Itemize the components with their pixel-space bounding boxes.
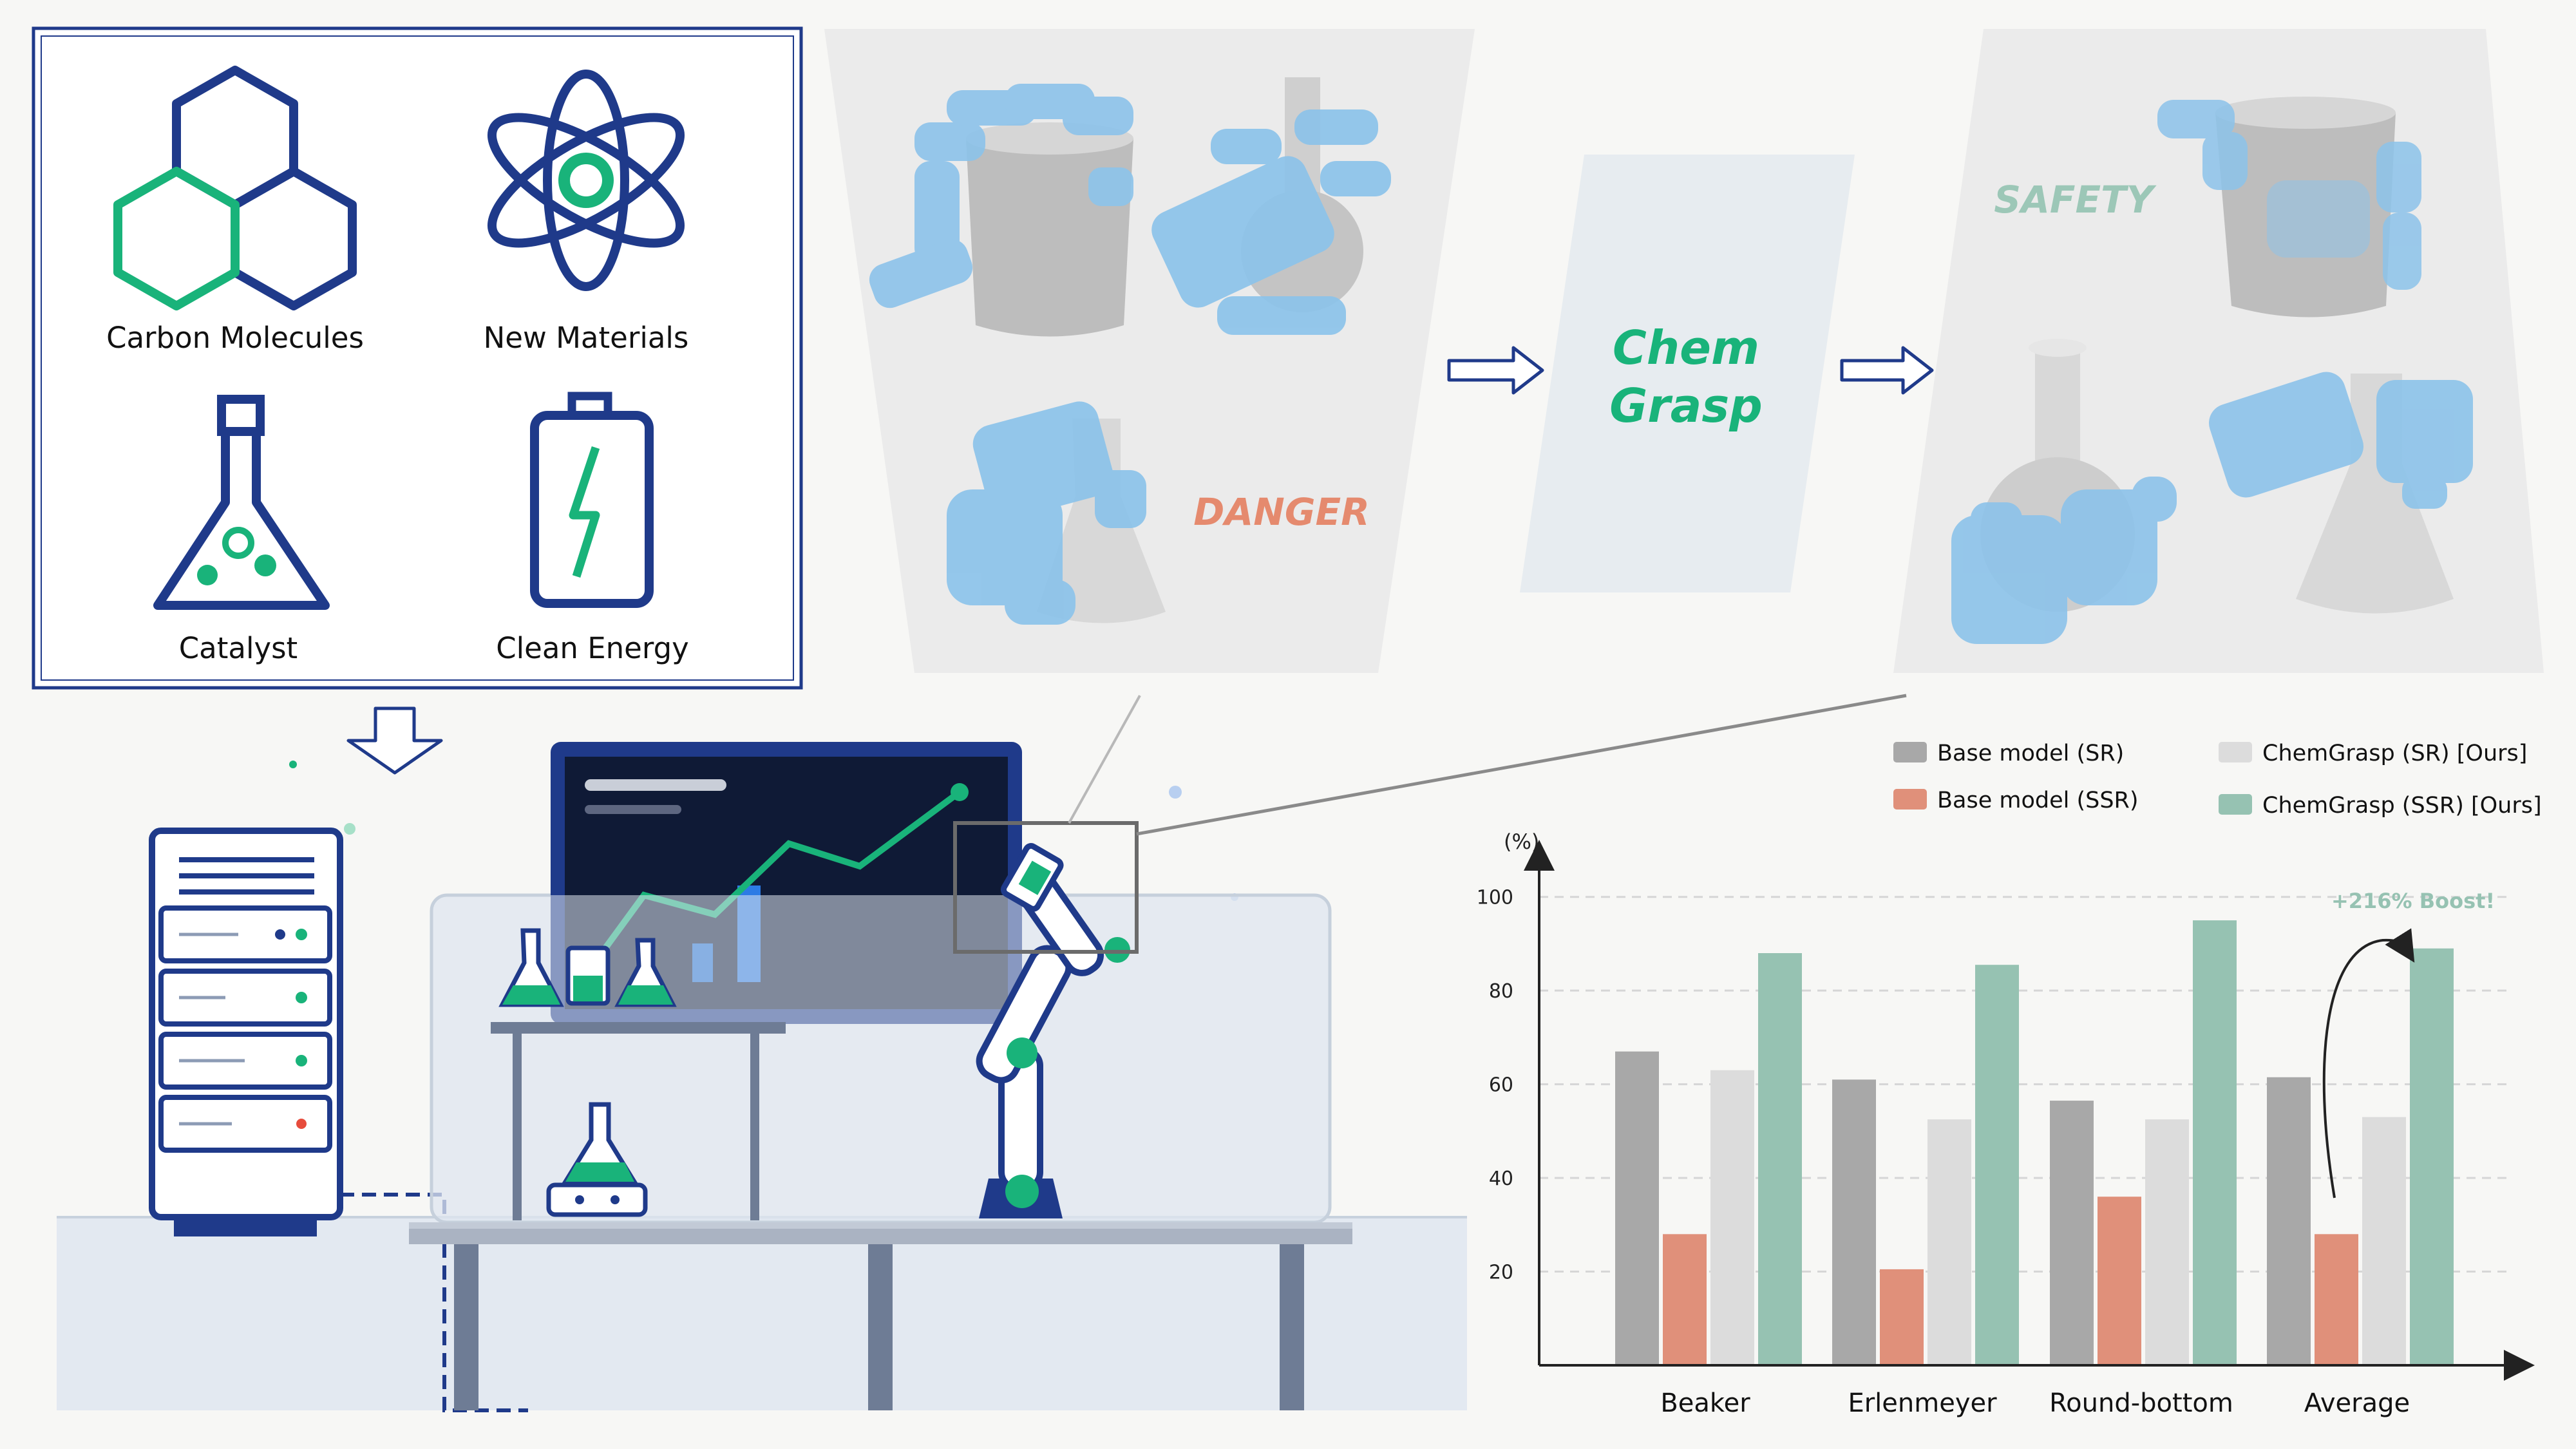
x-tick-label: Round-bottom <box>2049 1388 2233 1418</box>
clean-energy-label: Clean Energy <box>496 631 689 665</box>
new-materials-label: New Materials <box>484 321 689 355</box>
bar <box>1758 953 1802 1365</box>
y-tick-label: 40 <box>1489 1168 1513 1190</box>
safety-label: SAFETY <box>1994 178 2156 222</box>
bar <box>2362 1117 2406 1365</box>
legend-label: ChemGrasp (SSR) [Ours] <box>2262 793 2542 819</box>
hexagon-molecule-icon <box>113 66 357 310</box>
y-tick-label: 100 <box>1477 887 1513 909</box>
legend-label: Base model (SR) <box>1937 741 2124 766</box>
legend-swatch <box>1893 742 1927 762</box>
bar <box>1880 1269 1924 1365</box>
chart-legend: Base model (SR) Base model (SSR) ChemGrasp… <box>1893 741 2542 819</box>
bar <box>2145 1119 2189 1365</box>
x-tick-labels: Beaker Erlenmeyer Round-bottom Average <box>1660 1388 2410 1418</box>
battery-energy-icon <box>530 392 654 608</box>
y-tick-labels: 20 40 60 80 100 <box>1477 887 1513 1284</box>
danger-label: DANGER <box>1193 490 1369 534</box>
legend-swatch <box>2219 794 2252 815</box>
shelf <box>491 1022 786 1034</box>
server-rack-icon <box>149 828 343 1236</box>
sparkle-dot <box>1169 786 1182 799</box>
flask-catalyst-icon <box>153 395 330 610</box>
beaker-grasp-render <box>869 84 1133 337</box>
lab-scene <box>57 694 1907 1412</box>
bar <box>2315 1234 2358 1365</box>
right-arrow-icon-2 <box>1840 346 1934 395</box>
bar <box>1975 965 2019 1365</box>
domains-panel: Carbon Molecules New Materials Catalyst … <box>32 26 803 690</box>
y-tick-label: 20 <box>1489 1262 1513 1284</box>
danger-grasps-panel: DANGER <box>824 29 1475 673</box>
bar <box>2267 1077 2311 1365</box>
bar <box>1663 1234 1707 1365</box>
chemgrasp-method-box: Chem Grasp <box>1520 155 1855 592</box>
bar <box>1927 1119 1971 1365</box>
bar <box>1832 1079 1876 1365</box>
bar <box>2193 920 2237 1365</box>
grasp-label: Grasp <box>1609 379 1763 433</box>
carbon-molecules-label: Carbon Molecules <box>106 321 364 355</box>
results-chart: Base model (SR) Base model (SSR) ChemGrasp… <box>1477 741 2542 1418</box>
lab-table <box>409 1222 1352 1410</box>
sparkle-dot <box>344 823 355 835</box>
bar <box>1615 1051 1659 1365</box>
safety-grasps-panel: SAFETY <box>1893 29 2544 673</box>
hotplate-stirrer-icon <box>546 1102 648 1217</box>
y-tick-label: 60 <box>1489 1074 1513 1097</box>
bar <box>1710 1070 1754 1365</box>
shelf-flasks-icon <box>498 928 677 1007</box>
legend-label: ChemGrasp (SR) [Ours] <box>2262 741 2527 766</box>
zoom-box <box>953 821 1139 954</box>
data-cable <box>340 1193 528 1412</box>
chem-label: Chem <box>1613 321 1759 375</box>
round-flask-grasp-render <box>1151 77 1391 335</box>
bar <box>2410 948 2454 1365</box>
legend-swatch <box>1893 789 1927 810</box>
boost-annotation: +216% Boost! <box>2331 889 2495 913</box>
sparkle-dot <box>289 761 297 768</box>
boost-arrow <box>2322 928 2415 1198</box>
beaker-safe-render <box>2157 97 2421 317</box>
bar <box>2050 1101 2094 1365</box>
round-flask-safe-render <box>1951 339 2177 644</box>
x-tick-label: Beaker <box>1660 1388 1750 1418</box>
legend-swatch <box>2219 742 2252 762</box>
atom-icon <box>487 70 685 291</box>
chart-bars <box>1615 920 2454 1365</box>
chart-axes <box>1524 840 2535 1381</box>
x-tick-label: Average <box>2304 1388 2410 1418</box>
legend-label: Base model (SSR) <box>1937 788 2139 813</box>
erlenmeyer-grasp-render <box>947 401 1166 625</box>
right-arrow-icon <box>1447 346 1544 395</box>
down-arrow-icon <box>346 706 443 775</box>
erlenmeyer-safe-render <box>2209 372 2473 614</box>
y-tick-label: 80 <box>1489 980 1513 1003</box>
catalyst-label: Catalyst <box>179 631 298 665</box>
bar <box>2098 1197 2141 1365</box>
y-axis-unit-label: (%) <box>1504 829 1539 854</box>
x-tick-label: Erlenmeyer <box>1848 1388 1997 1418</box>
